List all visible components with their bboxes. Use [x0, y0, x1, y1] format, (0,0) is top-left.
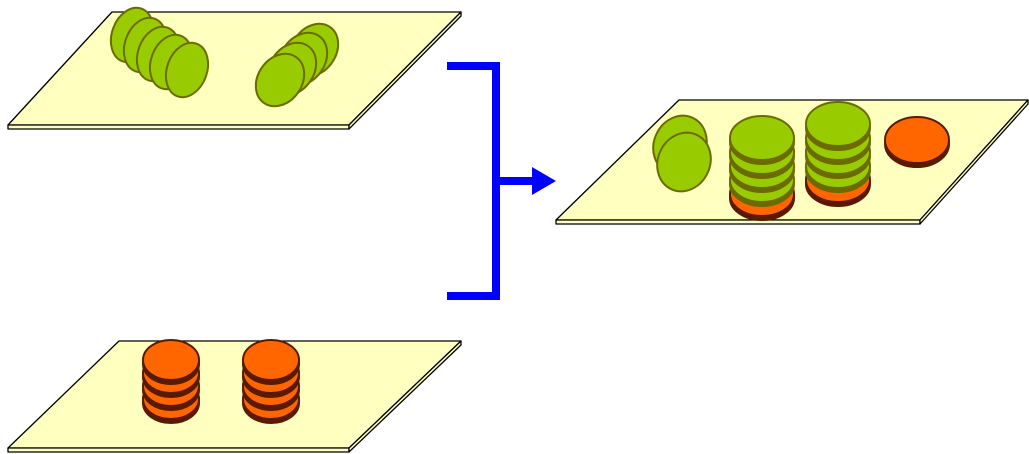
mixed-disc-stack — [806, 102, 870, 206]
orange-disc-single — [885, 117, 949, 167]
orange-disc-stack — [243, 340, 299, 423]
orange-disc — [885, 117, 949, 163]
bottom-left-plate — [8, 340, 461, 452]
top-left-plate — [8, 2, 461, 129]
green-disc — [806, 102, 870, 146]
orange-disc — [143, 340, 199, 380]
result-plate — [556, 100, 1028, 224]
bracket-arrow-right-icon — [447, 66, 556, 296]
arrow-head — [532, 167, 556, 195]
orange-disc-stack — [143, 340, 199, 423]
plate-edge — [8, 448, 349, 452]
plate-edge — [556, 220, 920, 224]
plate-top-surface — [8, 341, 461, 448]
plate-top-surface — [8, 12, 461, 125]
mixed-disc-stack — [730, 116, 794, 220]
orange-disc — [243, 340, 299, 380]
plate-edge — [8, 125, 349, 129]
green-disc — [730, 116, 794, 160]
bracket-line — [447, 66, 496, 296]
